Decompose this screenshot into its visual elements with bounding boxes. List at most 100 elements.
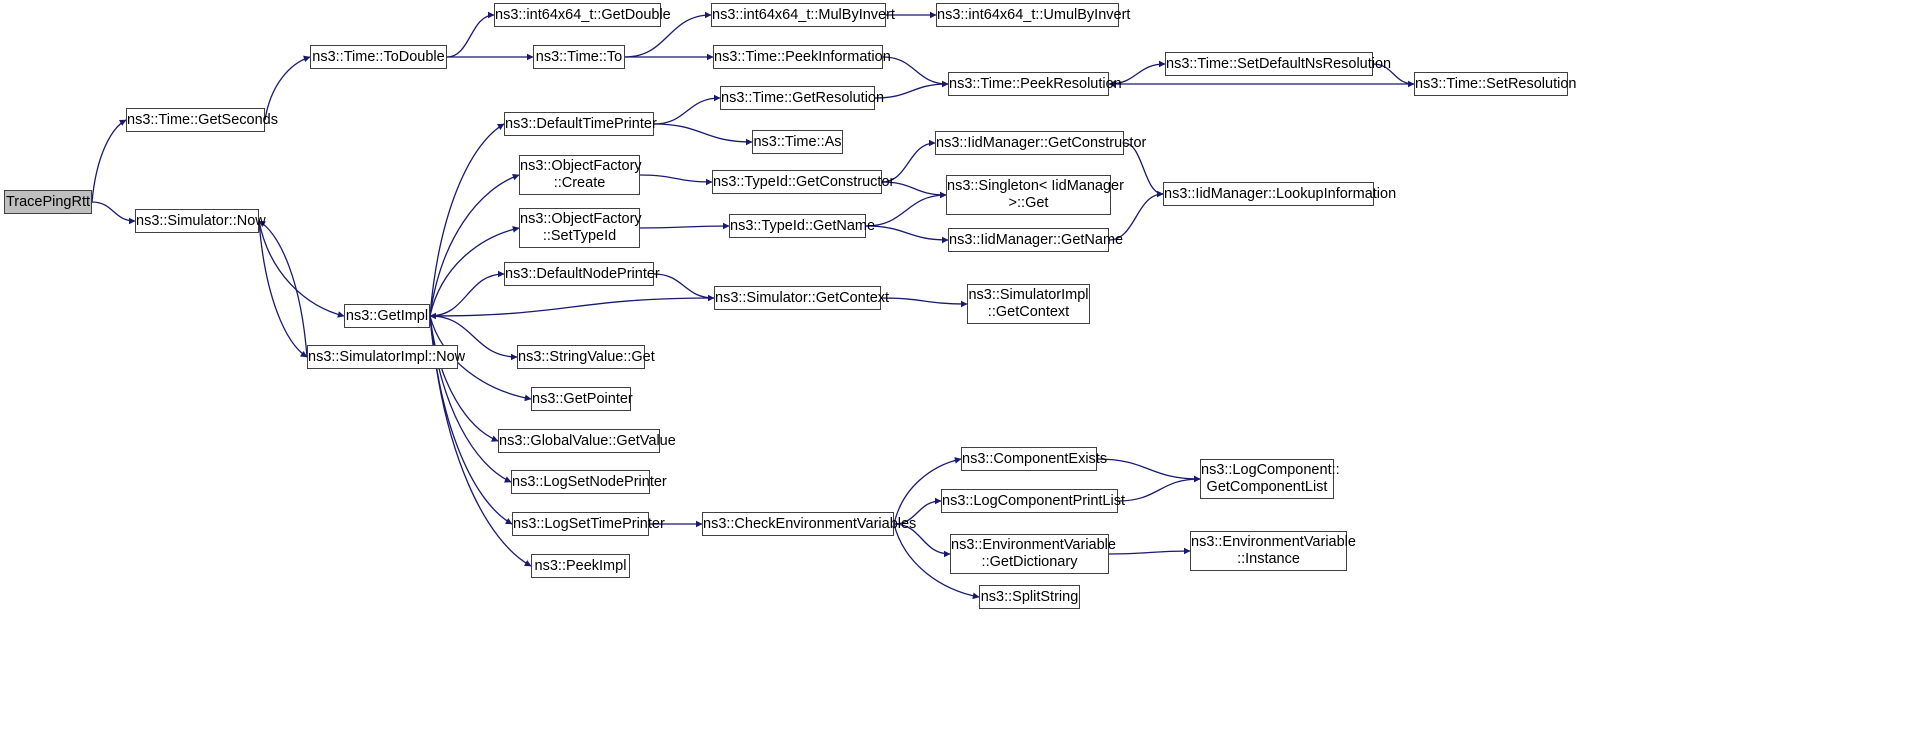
graph-edge bbox=[429, 270, 505, 317]
graph-node[interactable]: ns3::PeekImpl bbox=[531, 554, 630, 578]
graph-node-label: ns3::int64x64_t::MulByInvert bbox=[712, 6, 895, 23]
graph-edge bbox=[429, 123, 505, 317]
graph-node[interactable]: ns3::int64x64_t::GetDouble bbox=[494, 3, 671, 27]
graph-node-label: ns3::LogComponentPrintList bbox=[942, 492, 1125, 509]
graph-node[interactable]: ns3::Time::SetResolution bbox=[1414, 72, 1577, 96]
graph-edge bbox=[882, 56, 949, 88]
graph-edge bbox=[653, 273, 715, 302]
graph-node-label: ns3::DefaultTimePrinter bbox=[505, 115, 657, 132]
graph-node[interactable]: ns3::DefaultTimePrinter bbox=[504, 112, 657, 136]
graph-node-label: ns3::IidManager::GetName bbox=[949, 231, 1124, 248]
graph-node[interactable]: ns3::SimulatorImpl ::GetContext bbox=[967, 284, 1090, 324]
graph-edge bbox=[429, 173, 520, 317]
graph-node[interactable]: ns3::TypeId::GetConstructor bbox=[712, 170, 895, 194]
graph-node-label: ns3::TypeId::GetConstructor bbox=[713, 173, 895, 190]
graph-node[interactable]: ns3::GetPointer bbox=[531, 387, 633, 411]
graph-node[interactable]: ns3::Singleton< IidManager >::Get bbox=[946, 175, 1124, 215]
graph-edge bbox=[264, 55, 311, 121]
graph-edge bbox=[653, 123, 753, 146]
graph-edge bbox=[1117, 475, 1201, 502]
graph-node-label: ns3::Time::PeekResolution bbox=[949, 75, 1122, 92]
graph-node-label: ns3::LogSetTimePrinter bbox=[513, 515, 665, 532]
graph-node-label: ns3::Simulator::Now bbox=[136, 212, 266, 229]
graph-node-label: ns3::PeekImpl bbox=[534, 557, 627, 574]
graph-node[interactable]: ns3::Time::GetSeconds bbox=[126, 108, 278, 132]
graph-node[interactable]: ns3::int64x64_t::UmulByInvert bbox=[936, 3, 1131, 27]
graph-node-label: ns3::GlobalValue::GetValue bbox=[499, 432, 676, 449]
graph-node[interactable]: ns3::Time::GetResolution bbox=[720, 86, 884, 110]
graph-node-label: ns3::ComponentExists bbox=[962, 450, 1108, 467]
graph-node[interactable]: ns3::Time::PeekInformation bbox=[713, 45, 891, 69]
graph-node-label: ns3::Singleton< IidManager >::Get bbox=[947, 178, 1124, 211]
graph-node-label: ns3::Time::To bbox=[535, 48, 623, 65]
graph-edge bbox=[880, 297, 968, 308]
graph-node[interactable]: ns3::DefaultNodePrinter bbox=[504, 262, 660, 286]
graph-node-label: ns3::SimulatorImpl ::GetContext bbox=[968, 287, 1089, 320]
graph-node-label: ns3::Time::PeekInformation bbox=[714, 48, 891, 65]
graph-node-label: ns3::GetPointer bbox=[532, 390, 633, 407]
graph-edge bbox=[1096, 458, 1201, 483]
graph-node[interactable]: ns3::CheckEnvironmentVariables bbox=[702, 512, 916, 536]
graph-node[interactable]: ns3::int64x64_t::MulByInvert bbox=[711, 3, 895, 27]
graph-edge bbox=[639, 174, 713, 186]
graph-node-label: ns3::SimulatorImpl::Now bbox=[308, 348, 466, 365]
graph-node[interactable]: ns3::LogSetTimePrinter bbox=[512, 512, 665, 536]
graph-node[interactable]: ns3::IidManager::LookupInformation bbox=[1163, 182, 1397, 206]
graph-node-label: ns3::StringValue::Get bbox=[518, 348, 655, 365]
graph-node-label: ns3::ObjectFactory ::SetTypeId bbox=[520, 211, 642, 244]
graph-node-label: ns3::Simulator::GetContext bbox=[715, 289, 890, 306]
graph-node-label: ns3::LogSetNodePrinter bbox=[512, 473, 667, 490]
graph-node[interactable]: ns3::LogComponentPrintList bbox=[941, 489, 1125, 513]
graph-node[interactable]: ns3::SimulatorImpl::Now bbox=[307, 345, 466, 369]
graph-node[interactable]: ns3::EnvironmentVariable ::Instance bbox=[1190, 531, 1356, 571]
graph-node[interactable]: ns3::SplitString bbox=[979, 585, 1080, 609]
graph-node[interactable]: ns3::EnvironmentVariable ::GetDictionary bbox=[950, 534, 1116, 574]
graph-node[interactable]: ns3::Time::SetDefaultNsResolution bbox=[1165, 52, 1392, 76]
graph-node[interactable]: ns3::ComponentExists bbox=[961, 447, 1108, 471]
graph-node[interactable]: ns3::ObjectFactory ::SetTypeId bbox=[519, 208, 642, 248]
graph-edge bbox=[865, 225, 949, 244]
graph-edge bbox=[1108, 547, 1191, 555]
graph-edge bbox=[653, 94, 721, 125]
graph-node[interactable]: ns3::Time::To bbox=[533, 45, 625, 69]
graph-node-label: ns3::int64x64_t::UmulByInvert bbox=[937, 6, 1131, 23]
graph-edge bbox=[258, 220, 308, 358]
graph-node-label: ns3::TypeId::GetName bbox=[730, 217, 876, 234]
graph-node-label: ns3::Time::SetResolution bbox=[1415, 75, 1577, 92]
graph-node-label: ns3::Time::GetSeconds bbox=[127, 111, 278, 128]
graph-node[interactable]: ns3::IidManager::GetName bbox=[948, 228, 1124, 252]
graph-node[interactable]: ns3::GlobalValue::GetValue bbox=[498, 429, 676, 453]
graph-node[interactable]: ns3::Simulator::Now bbox=[135, 209, 266, 233]
graph-edge bbox=[446, 11, 495, 58]
graph-node[interactable]: ns3::LogComponent:: GetComponentList bbox=[1200, 459, 1340, 499]
graph-node[interactable]: ns3::Time::ToDouble bbox=[310, 45, 447, 69]
graph-node[interactable]: ns3::Simulator::GetContext bbox=[714, 286, 890, 310]
graph-node[interactable]: TracePingRtt bbox=[4, 190, 92, 214]
graph-node-label: ns3::IidManager::LookupInformation bbox=[1164, 185, 1397, 202]
graph-node-label: ns3::Time::SetDefaultNsResolution bbox=[1166, 55, 1392, 72]
graph-node-label: ns3::EnvironmentVariable ::GetDictionary bbox=[951, 537, 1116, 570]
graph-edge bbox=[429, 315, 512, 483]
graph-node[interactable]: ns3::Time::PeekResolution bbox=[948, 72, 1122, 96]
graph-node[interactable]: ns3::GetImpl bbox=[344, 304, 430, 328]
graph-node[interactable]: ns3::StringValue::Get bbox=[517, 345, 655, 369]
graph-node[interactable]: ns3::IidManager::GetConstructor bbox=[935, 131, 1147, 155]
graph-node-label: ns3::GetImpl bbox=[345, 307, 429, 324]
graph-node-label: ns3::int64x64_t::GetDouble bbox=[495, 6, 671, 23]
graph-node-label: ns3::ObjectFactory ::Create bbox=[520, 158, 642, 191]
graph-node[interactable]: ns3::ObjectFactory ::Create bbox=[519, 155, 642, 195]
graph-edge bbox=[258, 220, 345, 318]
graph-node[interactable]: ns3::LogSetNodePrinter bbox=[511, 470, 667, 494]
graph-edge bbox=[639, 222, 730, 230]
graph-edge bbox=[429, 315, 499, 442]
graph-node-label: ns3::EnvironmentVariable ::Instance bbox=[1191, 534, 1356, 567]
graph-edge bbox=[865, 191, 947, 227]
graph-node[interactable]: ns3::TypeId::GetName bbox=[729, 214, 876, 238]
graph-node-label: ns3::IidManager::GetConstructor bbox=[936, 134, 1147, 151]
graph-node-label: ns3::SplitString bbox=[980, 588, 1079, 605]
graph-node-label: ns3::LogComponent:: GetComponentList bbox=[1201, 462, 1340, 495]
graph-node[interactable]: ns3::Time::As bbox=[752, 130, 843, 154]
graph-node-label: ns3::Time::ToDouble bbox=[312, 48, 445, 65]
